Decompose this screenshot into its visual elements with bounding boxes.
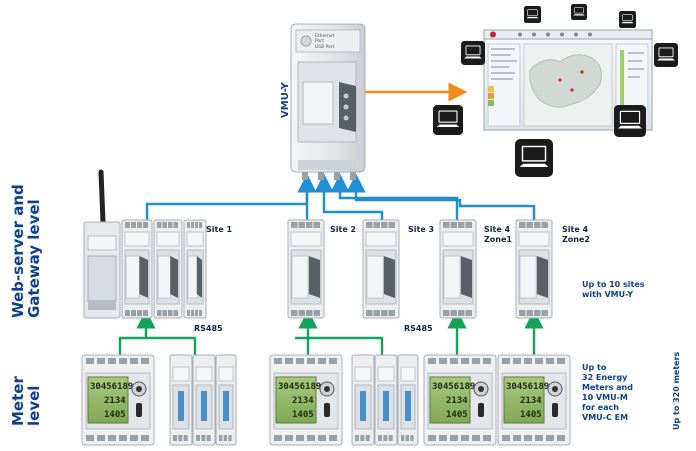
site-label-1-line1: Site 1 [206,225,233,234]
laptop-icon [619,11,636,28]
site-label-2: Site 2 [330,225,356,235]
site-label-3-line1: Site 3 [408,225,435,234]
site-label-4-zone2-line1: Site 4 [562,225,589,234]
vmu-m-module [374,354,398,446]
site-label-4-zone2-line2: Zone2 [562,235,590,244]
rs485-connections [118,309,544,355]
meters-note: Up to 32 Energy Meters and 10 VMU-M for … [582,363,633,423]
meters-note-line1: Up to [582,363,607,372]
meter-reading-line2: 2134 [104,396,126,406]
site-label-3: Site 3 [408,225,434,235]
energy-meter: 30456189 2134 1405 [81,354,155,446]
site-label-2-line1: Site 2 [330,225,357,234]
laptop-icon [433,105,463,135]
meters-note-line4: 10 VMU-M [582,393,628,402]
meter-reading-line2: 2134 [446,396,468,406]
antenna-icon [98,169,106,225]
meters-note-line6: VMU-C EM [582,413,629,422]
laptop-icon [654,43,678,67]
port-label-usb: USB Port [315,44,335,50]
din-module [362,219,400,319]
meter-reading-line1: 30456189 [506,382,549,392]
sites-note-line2: with VMU-Y [582,290,634,299]
laptop-icon [515,139,553,177]
meters-note-line3: Meters and [582,383,633,392]
laptop-icon [524,6,541,23]
meters-note-line5: for each [582,403,619,412]
din-module [153,219,183,319]
vmu-m-modules [169,354,419,446]
energy-meters: 3045618921341405304561892134140530456189… [81,354,571,446]
laptop-icon [571,4,587,20]
vmu-m-module [215,354,237,446]
level-label-webserver-line2: Gateway level [25,199,43,318]
laptop-icon [461,41,485,65]
connection-site4-zone2 [346,173,536,220]
client-devices [433,4,678,177]
rs485-bus-1 [118,336,197,355]
vmu-y-module: Ethernet Port USB Port [290,23,366,180]
din-module [183,219,207,319]
rs485-label-2: RS485 [404,324,433,333]
port-label-ethernet: Ethernet [315,33,335,39]
level-label-meter-line1: Meter [9,376,27,426]
level-label-webserver: Web-server and Gateway level [9,184,43,318]
meter-reading-line3: 1405 [292,410,314,420]
site-label-1: Site 1 [206,225,232,235]
meter-reading-line2: 2134 [292,396,314,406]
rs485-label-1: RS485 [194,324,223,333]
connection-site3 [314,173,384,220]
gateway-site1 [83,169,121,319]
rs485-bus-2 [295,336,384,355]
site-label-4-zone1: Site 4 Zone1 [484,225,512,245]
sites-note-line1: Up to 10 sites [582,280,645,289]
connection-site1 [145,173,317,220]
meter-reading-line3: 1405 [520,410,542,420]
gateway-connections [145,173,536,220]
meter-reading-line2: 2134 [520,396,542,406]
laptop-icon [614,105,646,137]
level-label-webserver-line1: Web-server and [9,184,27,318]
vmu-m-module [397,354,419,446]
din-module [121,219,153,319]
meters-note-line2: 32 Energy [582,373,628,382]
sites-note: Up to 10 sites with VMU-Y [582,280,645,300]
level-label-meter: Meter level [9,376,43,426]
port-label-port: Port [315,38,324,44]
energy-meter: 30456189 2134 1405 [497,354,571,446]
distance-note: Up to 320 meters [672,351,681,430]
din-module [439,219,477,319]
energy-meter: 30456189 2134 1405 [423,354,497,446]
vmu-y-title: VMU-Y [280,82,291,118]
site-label-4-zone1-line2: Zone1 [484,235,512,244]
site-label-4-zone2: Site 4 Zone2 [562,225,590,245]
vmu-m-module [169,354,193,446]
din-module [515,219,553,319]
vmu-m-module [192,354,216,446]
site-modules [121,219,553,319]
site-label-4-zone1-line1: Site 4 [484,225,511,234]
energy-meter: 30456189 2134 1405 [269,354,343,446]
meter-reading-line1: 30456189 [90,382,133,392]
meter-reading-line1: 30456189 [432,382,475,392]
meter-reading-line1: 30456189 [278,382,321,392]
vmu-m-module [351,354,375,446]
meter-reading-line3: 1405 [446,410,468,420]
meter-reading-line3: 1405 [104,410,126,420]
connection-site4-zone1 [330,173,459,220]
din-module [287,219,325,319]
level-label-meter-line2: level [25,385,43,426]
